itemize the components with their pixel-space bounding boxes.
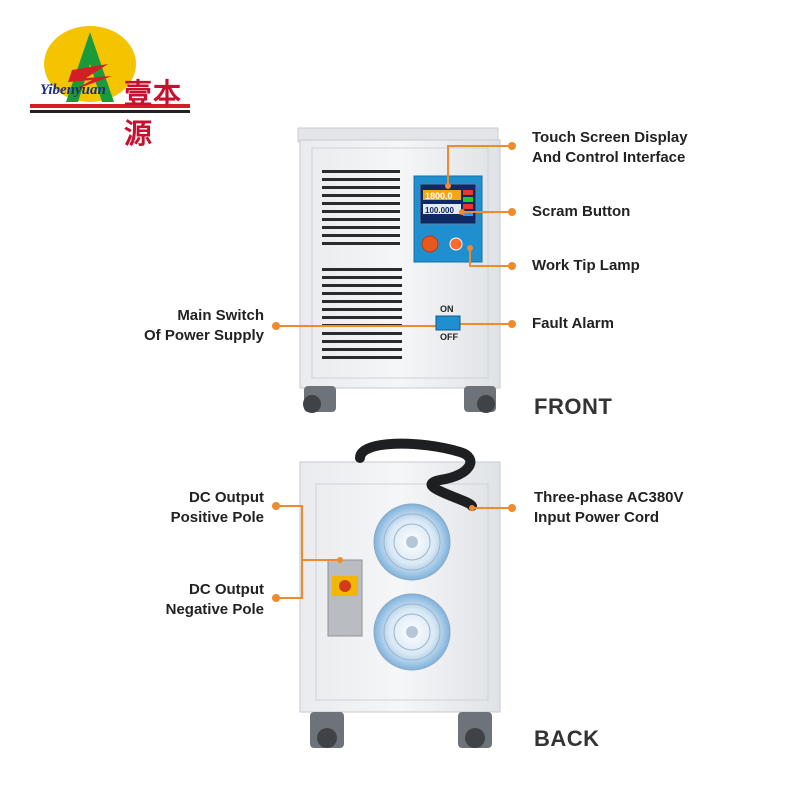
dc-negative-label: DC Output Negative Pole — [165, 581, 264, 618]
work-tip-lamp-label: Work Tip Lamp — [532, 257, 640, 274]
back-section-title: BACK — [534, 726, 600, 751]
touch-screen-label: Touch Screen Display And Control Interfa… — [532, 129, 688, 166]
front-section-title: FRONT — [534, 394, 613, 419]
power-cord-label: Three-phase AC380V Input Power Cord — [534, 489, 684, 526]
screen-reading-1: 1800.0 — [425, 191, 453, 201]
dc-positive-label: DC Output Positive Pole — [170, 489, 264, 526]
work-lamp-icon — [449, 237, 463, 251]
scram-button-label: Scram Button — [532, 203, 631, 220]
logo-emblem-icon — [30, 26, 190, 113]
cooling-fan-icon — [373, 503, 451, 581]
main-switch-icon — [435, 315, 461, 331]
front-vent-grille — [322, 170, 402, 359]
switch-off-label: OFF — [440, 332, 458, 342]
front-casters — [303, 386, 496, 413]
logo-name-en: Yibenyuan — [40, 82, 106, 98]
callout-lines — [276, 145, 512, 599]
scram-button-icon — [421, 235, 439, 253]
logo-name-cn: 壹本源 — [124, 77, 183, 150]
front-cabinet — [297, 127, 501, 389]
cooling-fan-icon — [373, 593, 451, 671]
switch-on-label: ON — [440, 304, 454, 314]
fault-alarm-label: Fault Alarm — [532, 315, 614, 332]
back-casters — [310, 712, 492, 748]
screen-reading-2: 100.000 — [425, 206, 454, 215]
main-switch-label: Main Switch Of Power Supply — [143, 307, 264, 344]
back-cabinet — [299, 438, 501, 713]
company-logo: Yibenyuan 壹本源 — [28, 20, 198, 150]
